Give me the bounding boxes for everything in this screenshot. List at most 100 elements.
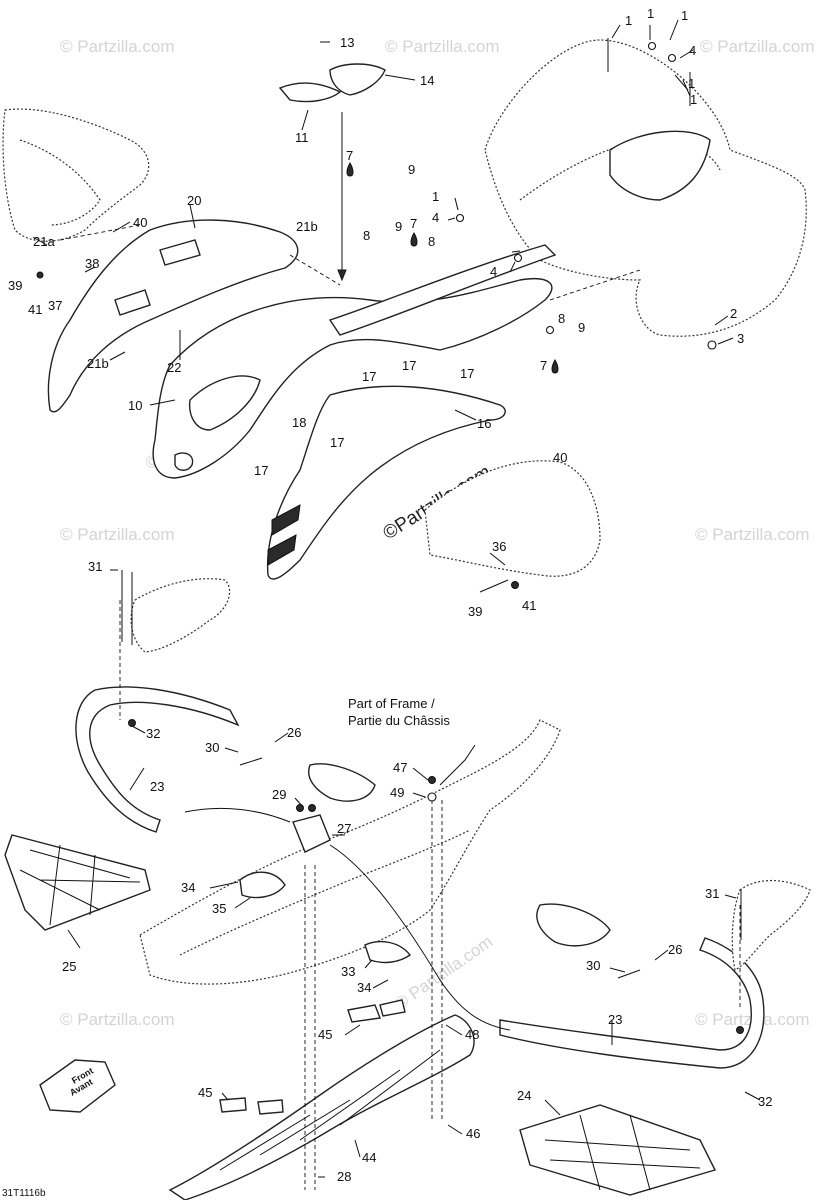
- watermark-text: © Partzilla.com: [60, 525, 175, 544]
- callout-37: 37: [48, 298, 62, 313]
- callout-14: 14: [420, 73, 434, 88]
- hardware-bolt: [617, 969, 641, 979]
- callout-7: 7: [346, 148, 353, 163]
- right-bumper-tube: [499, 937, 765, 1069]
- rear-bracket-outline: [731, 879, 811, 971]
- parts-layer: Front Avant: [2, 38, 811, 1200]
- callout-17: 17: [254, 463, 268, 478]
- hardware-washer: [667, 53, 677, 63]
- callout-45: 45: [198, 1085, 212, 1100]
- left-bumper-tube: [75, 686, 240, 833]
- callout-10: 10: [128, 398, 142, 413]
- leader-lines: [67, 19, 761, 1178]
- callout-45: 45: [318, 1027, 332, 1042]
- callout-18: 18: [292, 415, 306, 430]
- diagram-code: 31T1116b: [2, 1188, 46, 1199]
- callout-32: 32: [758, 1094, 772, 1109]
- callout-3: 3: [737, 331, 744, 346]
- hardware-bolt: [32, 236, 48, 246]
- mid-bracket: [364, 940, 412, 964]
- callout-2: 2: [730, 306, 737, 321]
- callout-16: 16: [477, 416, 491, 431]
- front-bracket-outline: [130, 578, 231, 653]
- left-side-panel-slot: [114, 289, 151, 316]
- right-side-panel: [266, 385, 506, 580]
- callout-25: 25: [62, 959, 76, 974]
- hardware-nut: [296, 804, 304, 812]
- callout-4: 4: [689, 43, 696, 58]
- callout-8: 8: [558, 311, 565, 326]
- hardware-nut: [707, 340, 717, 350]
- center-bracket: [292, 814, 331, 853]
- hardware-washer: [427, 792, 437, 802]
- callout-38: 38: [85, 256, 99, 271]
- callout-24: 24: [517, 1088, 531, 1103]
- frame-outline: [139, 719, 561, 985]
- callout-17: 17: [330, 435, 344, 450]
- rear-fender-outline: [424, 460, 601, 577]
- callout-48: 48: [465, 1027, 479, 1042]
- callout-21b: 21b: [87, 356, 109, 371]
- center-body-rail: [328, 244, 557, 336]
- callout-41: 41: [28, 302, 42, 317]
- callout-17: 17: [362, 369, 376, 384]
- hardware-nut: [511, 581, 519, 589]
- callout-30: 30: [205, 740, 219, 755]
- watermark-text: © Partzilla.com: [60, 1010, 175, 1029]
- hardware-bolt: [479, 579, 509, 593]
- callout-36: 36: [492, 539, 506, 554]
- hardware-nut: [428, 776, 436, 784]
- lower-bracket: [239, 871, 286, 899]
- watermark-text: © Partzilla.com: [391, 932, 496, 1013]
- callout-17: 17: [460, 366, 474, 381]
- callout-30: 30: [586, 958, 600, 973]
- callout-1: 1: [690, 92, 697, 107]
- callout-1: 1: [647, 6, 654, 21]
- assembly-guide: [329, 844, 511, 1031]
- callout-22: 22: [167, 360, 181, 375]
- hardware-washer: [545, 325, 555, 335]
- callout-26: 26: [668, 942, 682, 957]
- callout-33: 33: [341, 964, 355, 979]
- callout-8: 8: [363, 228, 370, 243]
- callout-34: 34: [181, 880, 195, 895]
- callout-13: 13: [340, 35, 354, 50]
- callout-21a: 21a: [33, 234, 55, 249]
- callout-31: 31: [88, 559, 102, 574]
- hardware-nut: [36, 271, 44, 279]
- callout-29: 29: [272, 787, 286, 802]
- callout-41: 41: [522, 598, 536, 613]
- callout-46: 46: [466, 1126, 480, 1141]
- callout-4: 4: [432, 210, 439, 225]
- callout-34: 34: [357, 980, 371, 995]
- skid-pad-45: [347, 1004, 381, 1023]
- oil-drop: [410, 231, 418, 247]
- left-side-panel-slot: [159, 239, 201, 266]
- callout-9: 9: [395, 219, 402, 234]
- callout-32: 32: [146, 726, 160, 741]
- callout-44: 44: [362, 1150, 376, 1165]
- callout-1: 1: [688, 76, 695, 91]
- callout-23: 23: [150, 779, 164, 794]
- callout-35: 35: [212, 901, 226, 916]
- hardware-nut: [308, 804, 316, 812]
- callout-49: 49: [390, 785, 404, 800]
- callout-40: 40: [133, 215, 147, 230]
- assembly-guide: [184, 807, 291, 823]
- hardware-bolt: [239, 757, 263, 766]
- callout-9: 9: [578, 320, 585, 335]
- callout-4: 4: [490, 264, 497, 279]
- right-side-panel-stripe: [267, 534, 297, 566]
- hardware-washer: [455, 213, 465, 223]
- skid-pad-45: [219, 1097, 247, 1113]
- callout-23: 23: [608, 1012, 622, 1027]
- oil-drop: [346, 161, 354, 177]
- center-skid-plate: [168, 1014, 475, 1200]
- callout-47: 47: [393, 760, 407, 775]
- watermark-text: © Partzilla.com: [60, 37, 175, 56]
- left-side-panel: [47, 219, 299, 413]
- callout-7: 7: [410, 216, 417, 231]
- center-body-detail: [188, 375, 261, 431]
- watermark-text: © Partzilla.com: [385, 37, 500, 56]
